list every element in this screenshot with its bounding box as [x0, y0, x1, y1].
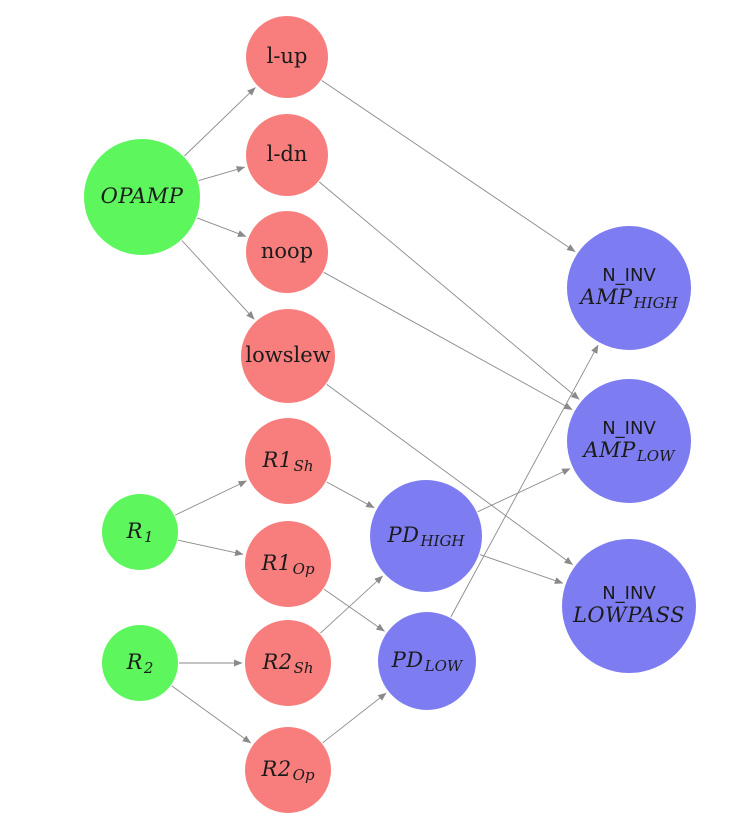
node-label: OPAMP [100, 184, 184, 209]
edge-opamp-noop [197, 217, 247, 237]
node-label: PDHIGH [387, 523, 465, 551]
node-label: R1Op [261, 551, 315, 579]
node-label: noop [260, 239, 314, 264]
edge-opamp-lowslew [181, 240, 255, 320]
edge-l-dn-amp-low [318, 181, 580, 400]
node-opamp: OPAMP [84, 139, 200, 255]
node-r2-op: R2Op [245, 727, 331, 813]
node-label: l-dn [266, 142, 308, 167]
node-label: N_INV [602, 418, 656, 440]
edge-r1-r1-op [178, 539, 244, 557]
edge-r2-r2-op [171, 685, 252, 744]
node-lowslew: lowslew [241, 309, 335, 403]
node-label: PDLOW [391, 648, 463, 676]
node-r1-sh: R1Sh [245, 418, 331, 504]
edge-pd-low-amp-high [450, 344, 599, 618]
node-label: AMPHIGH [580, 285, 678, 313]
node-l-dn: l-dn [246, 114, 328, 196]
node-label: R2Sh [262, 650, 314, 678]
node-label: LOWPASS [572, 603, 686, 628]
node-r2-sh: R2Sh [245, 620, 331, 706]
edge-l-up-amp-high [321, 80, 576, 252]
edge-pd-high-amp-low [477, 468, 571, 513]
node-r1: R1 [102, 494, 178, 570]
node-label: R1Sh [262, 448, 314, 476]
node-l-up: l-up [246, 16, 328, 98]
edge-r2-sh-pd-high [320, 575, 383, 634]
node-label: R1 [126, 519, 154, 547]
node-r1-op: R1Op [245, 521, 331, 607]
node-label: lowslew [245, 343, 331, 368]
edge-r1-op-pd-low [323, 588, 385, 632]
node-label: l-up [266, 44, 308, 69]
node-r2: R2 [102, 625, 178, 701]
node-noop: noop [246, 211, 328, 293]
node-pd-high: PDHIGH [370, 480, 482, 592]
edge-lowslew-lowpass [326, 384, 573, 565]
node-label: R2Op [261, 757, 315, 785]
edge-pd-high-lowpass [479, 554, 564, 584]
node-label: AMPLOW [583, 438, 675, 466]
edge-r1-r1-sh [175, 480, 247, 516]
edge-r2-op-pd-low [322, 692, 387, 744]
edge-r1-sh-pd-high [326, 481, 375, 509]
node-label: R2 [126, 650, 154, 678]
edge-opamp-l-up [184, 87, 256, 157]
node-label: N_INV [602, 265, 656, 287]
node-label: N_INV [602, 583, 656, 605]
edge-noop-amp-low [323, 271, 573, 410]
node-pd-low: PDLOW [378, 612, 476, 710]
edge-opamp-l-dn [198, 166, 246, 182]
